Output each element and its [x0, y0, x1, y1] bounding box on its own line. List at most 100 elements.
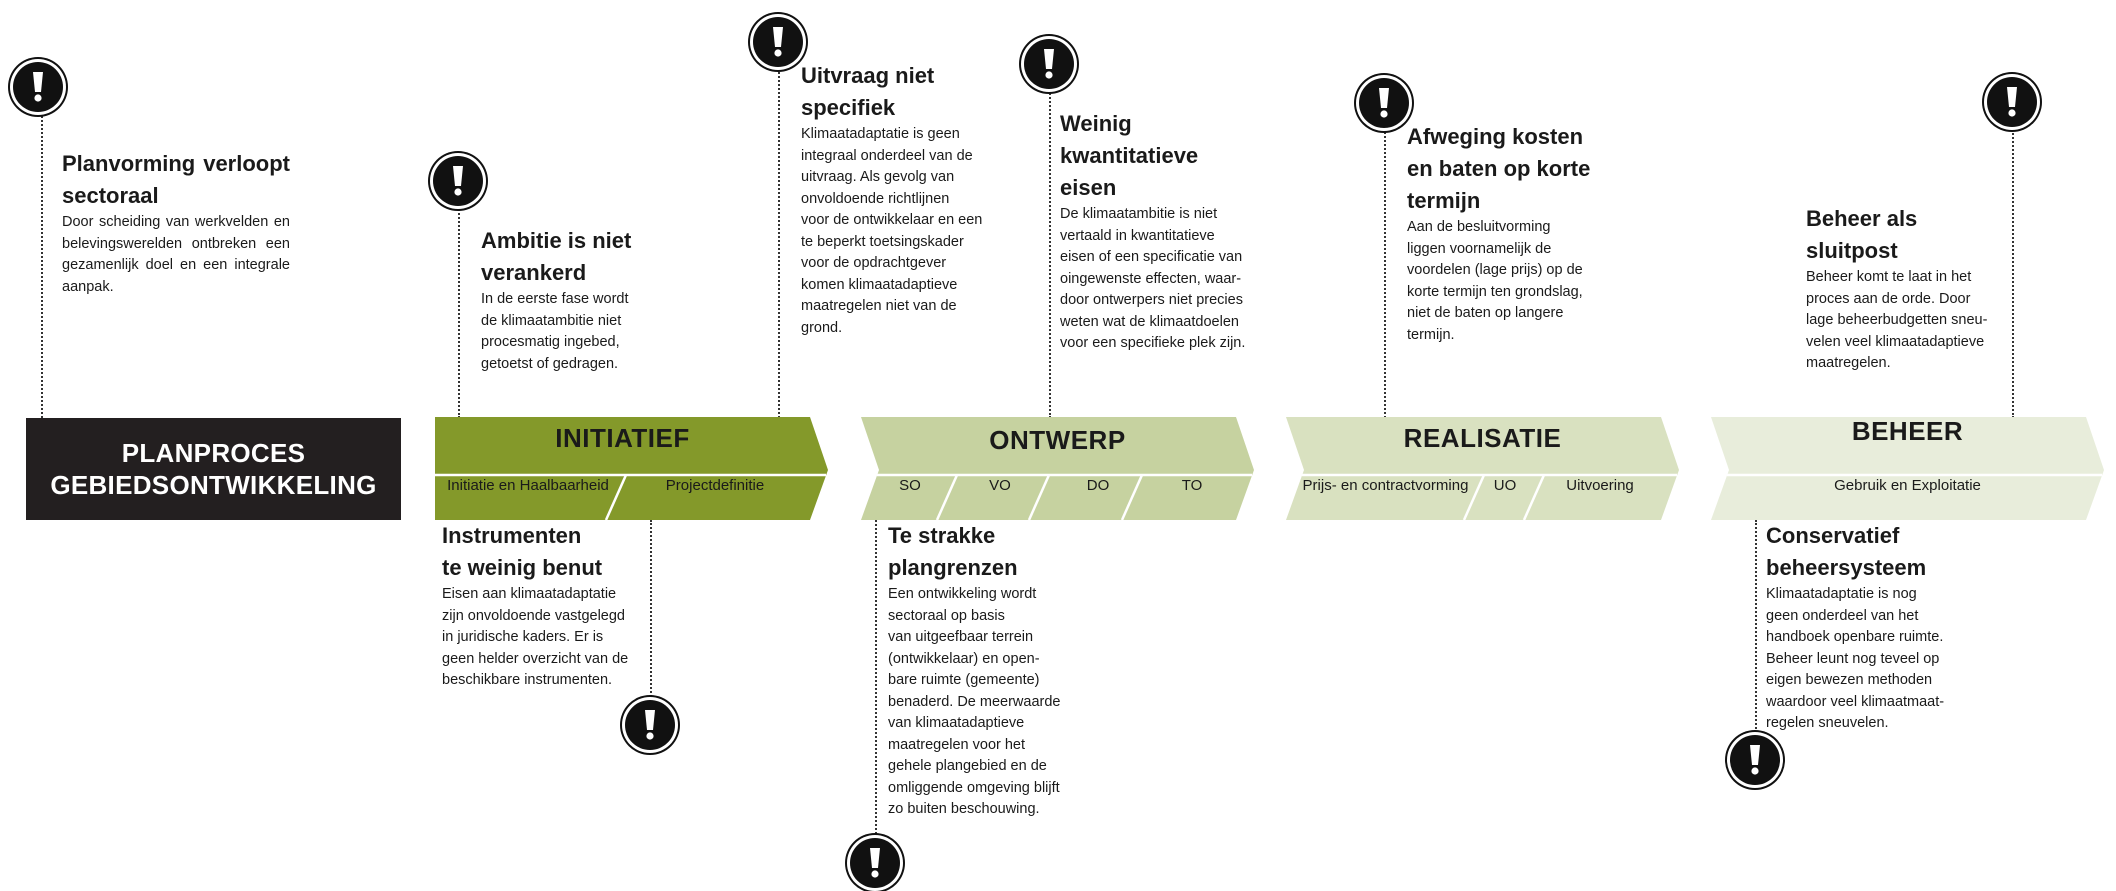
phase-realisatie-shape [1286, 417, 1679, 520]
issue-weinig-line: weten wat de klimaatdoelen [1060, 313, 1239, 330]
issue-ambitie-title-1: Ambitie is niet [481, 228, 632, 253]
issue-instrumenten-line: geen helder overzicht van de [442, 650, 629, 667]
warning-icon [1987, 77, 2037, 127]
issue-plangrenzen-line: omliggende omgeving blijft [888, 779, 1060, 796]
issue-sectoraal: Planvorming verloopt sectoraal Door sche… [62, 148, 290, 298]
issue-weinig-line: De klimaatambitie is niet [1060, 206, 1218, 222]
connector-line-plangrenzen [875, 520, 877, 850]
phase-ontwerp-sub-so: SO [899, 477, 921, 494]
phase-ontwerp-sub-vo: VO [989, 477, 1011, 494]
issue-afweging-title-2: en baten op korte [1407, 156, 1591, 181]
phase-beheer-label: BEHEER [1851, 416, 1964, 446]
issue-ambitie-line: getoetst of gedragen. [481, 355, 619, 372]
issue-plangrenzen-line: bare ruimte (gemeente) [888, 672, 1040, 688]
warning-icon [433, 156, 483, 206]
issue-afweging-title-3: termijn [1407, 188, 1481, 213]
issue-weinig-line: eisen of een specificatie van [1060, 249, 1243, 265]
issue-conservatief-line: geen onderdeel van het [1766, 607, 1919, 624]
issue-weinig: Weinig kwantitatieve eisen De klimaatamb… [1060, 108, 1280, 355]
issue-ambitie-line: In de eerste fase wordt [481, 291, 629, 307]
issue-sectoraal-title-1: Planvorming verloopt [62, 151, 290, 176]
connector-line-sectoraal [41, 112, 43, 418]
issue-sectoraal-body: Door scheiding van werkvelden en belevin… [62, 214, 290, 295]
issue-sluitpost-title-2: sluitpost [1806, 238, 1898, 263]
issue-afweging-line: korte termijn ten grondslag, [1407, 283, 1583, 300]
connector-line-ambitie [458, 206, 460, 418]
issue-ambitie-line: de klimaatambitie niet [481, 312, 622, 329]
issue-instrumenten-line: beschikbare instrumenten. [442, 672, 613, 688]
warning-icon [1730, 735, 1780, 785]
issue-weinig-line: oingewenste effecten, waar- [1060, 270, 1242, 287]
process-title-line1: PLANPROCES [121, 438, 306, 468]
issue-conservatief: Conservatief beheersysteem Klimaatadapta… [1766, 520, 1976, 735]
connector-line-instrumenten [650, 520, 652, 700]
issue-instrumenten-line: Eisen aan klimaatadaptatie [442, 586, 617, 602]
warning-icon [625, 700, 675, 750]
issue-plangrenzen-line: maatregelen voor het [888, 736, 1026, 753]
issue-conservatief-line: regelen sneuvelen. [1766, 715, 1889, 731]
issue-plangrenzen-line: benaderd. De meerwaarde [888, 693, 1061, 710]
issue-sluitpost-title-1: Beheer als [1806, 206, 1918, 231]
phase-ontwerp-subdivider-1 [935, 474, 959, 521]
issue-weinig-line: voor een specifieke plek zijn. [1060, 335, 1246, 351]
issue-uitvraag-line: te beperkt toetsingskader [801, 233, 964, 250]
warning-icon [1024, 39, 1074, 89]
issue-conservatief-line: handboek openbare ruimte. [1766, 629, 1944, 645]
connector-line-conservatief [1755, 520, 1757, 740]
process-title-line2: GEBIEDSONTWIKKELING [50, 470, 377, 500]
issue-plangrenzen-line: zo buiten beschouwing. [888, 801, 1040, 817]
issue-plangrenzen-title-1: Te strakke [888, 523, 996, 548]
warning-icon [13, 62, 63, 112]
issue-conservatief-line: Klimaatadaptatie is nog [1766, 586, 1917, 602]
issue-plangrenzen: Te strakke plangrenzen Een ontwikkeling … [888, 520, 1093, 821]
issue-conservatief-line: waardoor veel klimaatmaat- [1766, 693, 1945, 710]
phase-initiatief-sub-2: Projectdefinitie [665, 477, 765, 494]
issue-afweging-title-1: Afweging kosten [1407, 124, 1584, 149]
process-title-box: PLANPROCES GEBIEDSONTWIKKELING [26, 418, 401, 520]
issue-conservatief-title-2: beheersysteem [1766, 555, 1927, 580]
issue-afweging-line: liggen voornamelijk de [1407, 240, 1552, 257]
connector-line-weinig [1049, 90, 1051, 418]
connector-line-uitvraag [778, 68, 780, 418]
issue-conservatief-line: eigen bewezen methoden [1766, 672, 1933, 688]
issue-uitvraag-title-2: specifiek [801, 95, 896, 120]
warning-icon [850, 838, 900, 888]
issue-weinig-title-1: Weinig [1060, 111, 1132, 136]
phase-realisatie-subdivider-2 [1522, 474, 1546, 521]
warning-icon [1359, 78, 1409, 128]
issue-uitvraag-line: maatregelen niet van de [801, 298, 957, 314]
phase-initiatief-subdivider [604, 474, 628, 521]
issue-instrumenten-line: zijn onvoldoende vastgelegd [442, 607, 625, 624]
phase-realisatie-subdivider-1 [1462, 474, 1486, 521]
issue-plangrenzen-line: sectoraal op basis [888, 607, 1005, 624]
phase-realisatie-sub-uo: UO [1493, 477, 1517, 494]
issue-sluitpost-line: velen veel klimaatadaptieve [1806, 333, 1985, 350]
phase-realisatie-sub-uitvoering: Uitvoering [1566, 477, 1634, 494]
issue-uitvraag-line: Klimaatadaptatie is geen [801, 126, 960, 142]
phase-ontwerp-label: ONTWERP [989, 425, 1126, 455]
issue-uitvraag: Uitvraag niet specifiek Klimaatadaptatie… [801, 60, 1001, 339]
issue-sluitpost-line: proces aan de orde. Door [1806, 290, 1971, 307]
connector-line-afweging [1384, 120, 1386, 418]
issue-afweging-line: niet de baten op langere [1407, 305, 1564, 321]
issue-plangrenzen-line: van uitgeefbaar terrein [888, 629, 1034, 645]
issue-conservatief-title-1: Conservatief [1766, 523, 1900, 548]
issue-uitvraag-line: grond. [801, 319, 843, 336]
issue-uitvraag-line: onvoldoende richtlijnen [801, 190, 950, 207]
issue-sluitpost: Beheer als sluitpost Beheer komt te laat… [1806, 203, 2016, 375]
issue-uitvraag-line: voor de opdrachtgever [801, 255, 947, 271]
issue-uitvraag-title-1: Uitvraag niet [801, 63, 935, 88]
issue-afweging-line: Aan de besluitvorming [1407, 219, 1551, 235]
phase-initiatief-shape [435, 417, 828, 520]
phase-initiatief-label: INITIATIEF [555, 423, 690, 453]
issue-instrumenten-line: in juridische kaders. Er is [442, 629, 604, 645]
issue-sluitpost-line: lage beheerbudgetten sneu- [1806, 312, 1988, 328]
issue-plangrenzen-line: van klimaatadaptieve [888, 715, 1025, 731]
issue-plangrenzen-title-2: plangrenzen [888, 555, 1018, 580]
warning-icon [753, 17, 803, 67]
issue-plangrenzen-line: gehele plangebied en de [888, 758, 1047, 774]
phase-realisatie-label: REALISATIE [1403, 423, 1562, 453]
issue-ambitie: Ambitie is niet verankerd In de eerste f… [481, 225, 681, 375]
issue-weinig-line: door ontwerpers niet precies [1060, 292, 1243, 308]
